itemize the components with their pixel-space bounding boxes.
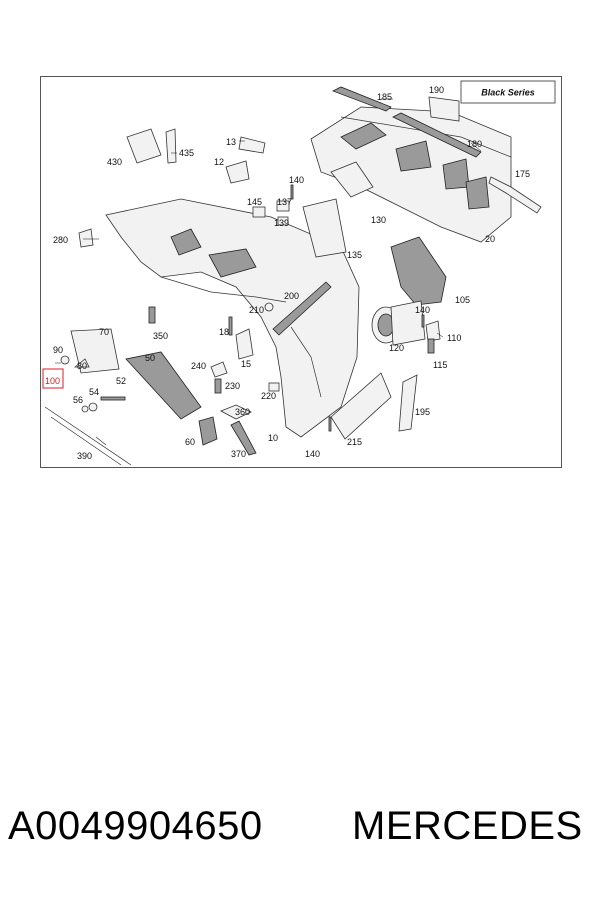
label-130: 130 [371, 215, 386, 225]
label-220: 220 [261, 391, 276, 401]
strip-200 [272, 281, 332, 336]
label-115: 115 [433, 360, 447, 370]
pin-140-c [328, 416, 332, 432]
label-200: 200 [284, 291, 299, 301]
clip-210 [264, 302, 274, 312]
label-215: 215 [347, 437, 362, 447]
washer-80 [73, 358, 90, 368]
bracket-435 [165, 128, 177, 164]
label-13: 13 [226, 137, 236, 147]
label-110: 110 [447, 333, 461, 343]
label-180: 180 [467, 139, 482, 149]
label-240: 240 [191, 361, 206, 371]
label-350: 350 [153, 331, 168, 341]
label-12: 12 [214, 157, 224, 167]
part-12 [225, 160, 250, 184]
nut-54 [88, 402, 98, 412]
nut-90 [60, 355, 70, 365]
label-50: 50 [145, 353, 155, 363]
label-137: 137 [277, 197, 292, 207]
bracket-15 [235, 328, 254, 360]
line-390 [44, 406, 132, 466]
highlight-box-100 [42, 368, 64, 389]
parts-diagram: Black Series [40, 76, 562, 468]
label-140-b: 140 [415, 305, 430, 315]
label-56: 56 [73, 395, 83, 405]
label-360: 360 [235, 407, 250, 417]
badge-text: Black Series [481, 88, 535, 98]
bracket-60 [198, 416, 218, 446]
label-60: 60 [185, 437, 195, 447]
label-105: 105 [455, 295, 470, 305]
part-360 [220, 404, 252, 420]
label-390: 390 [77, 451, 92, 461]
carrier-50 [125, 351, 202, 420]
trim-strip-185 [332, 86, 392, 112]
part-number: A0049904650 [8, 804, 263, 848]
label-52: 52 [116, 376, 126, 386]
bracket-105 [390, 236, 447, 306]
label-435: 435 [179, 148, 194, 158]
part-139 [277, 216, 289, 226]
diagram-canvas: Black Series [42, 80, 556, 466]
label-10: 10 [268, 433, 278, 443]
clip-280 [78, 228, 94, 248]
pin-140-b [421, 314, 425, 328]
label-15: 15 [241, 359, 251, 369]
label-210: 210 [249, 305, 264, 315]
label-195: 195 [415, 407, 430, 417]
label-100: 100 [45, 376, 60, 386]
label-230: 230 [225, 381, 240, 391]
product-footer: A0049904650 MERCEDES [0, 804, 600, 864]
grommet-220 [268, 382, 280, 392]
label-145: 145 [247, 197, 262, 207]
leader-lines [55, 98, 482, 364]
label-140: 140 [289, 175, 304, 185]
frame-190 [428, 96, 460, 122]
black-series-badge: Black Series [460, 80, 556, 104]
label-90: 90 [53, 345, 63, 355]
label-80: 80 [77, 361, 87, 371]
trim-175 [488, 176, 542, 214]
rail-215 [330, 372, 392, 440]
fastener-230 [214, 378, 222, 394]
bracket-135 [302, 198, 347, 258]
part-145 [252, 206, 266, 218]
part-137 [276, 200, 290, 212]
bolt-52 [100, 396, 126, 401]
label-20: 20 [485, 234, 495, 244]
fastener-115 [427, 338, 435, 354]
pin-18 [228, 316, 233, 336]
strip-180 [392, 112, 482, 158]
brand-name: MERCEDES [352, 804, 583, 848]
bumper-cover-part [105, 198, 360, 438]
exhaust-tip-120 [371, 300, 426, 346]
part-110 [425, 320, 441, 342]
label-190: 190 [429, 85, 444, 95]
reflector-195 [398, 374, 418, 432]
label-280: 280 [53, 235, 68, 245]
label-140-c: 140 [305, 449, 320, 459]
label-70: 70 [99, 327, 109, 337]
label-185: 185 [377, 92, 392, 102]
panel-430 [126, 128, 162, 164]
label-54: 54 [89, 387, 99, 397]
strip-370 [230, 420, 257, 456]
pin-140-a [290, 184, 294, 200]
clip-240 [210, 361, 228, 378]
part-13 [238, 136, 266, 154]
part-130 [330, 161, 374, 198]
washer-56 [81, 405, 89, 413]
label-430: 430 [107, 157, 122, 167]
fastener-350 [148, 306, 156, 324]
label-135: 135 [347, 250, 362, 260]
label-18: 18 [219, 327, 229, 337]
label-175: 175 [515, 169, 530, 179]
label-370: 370 [231, 449, 246, 459]
label-120: 120 [389, 343, 404, 353]
label-139: 139 [274, 218, 289, 228]
